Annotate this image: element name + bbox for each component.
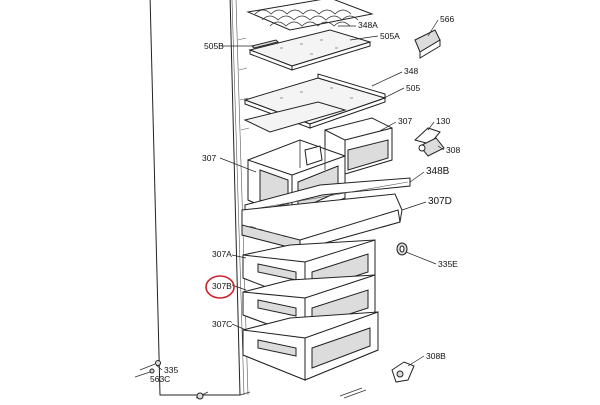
label-130: 130 (436, 116, 451, 126)
cabinet-wall (149, 0, 251, 396)
label-505: 505 (406, 83, 421, 93)
crisper-box-307 (247, 117, 393, 221)
drawer-307c (242, 311, 379, 381)
highlight-circle (205, 275, 235, 299)
label-308: 308 (446, 145, 461, 155)
part-335-563c (134, 360, 161, 378)
glass-shelf-505 (243, 73, 387, 129)
part-566 (414, 29, 441, 59)
label-307d: 307D (428, 196, 452, 207)
label-307b: 307B (212, 281, 232, 291)
leader-lines (155, 19, 445, 371)
label-505b: 505B (204, 41, 224, 51)
part-335e (396, 242, 408, 256)
label-308b: 308B (426, 351, 446, 361)
label-307-right: 307 (398, 116, 413, 126)
label-335e: 335E (438, 259, 458, 269)
glass-shelf-lower (243, 101, 347, 133)
label-563c: 563C (150, 374, 171, 384)
label-505a: 505A (380, 31, 400, 41)
label-307a: 307A (212, 249, 232, 259)
label-566: 566 (440, 14, 455, 24)
label-348a: 348A (358, 20, 378, 30)
label-335: 335 (164, 365, 179, 375)
wine-rack-348a (246, 0, 374, 31)
rail-505b (251, 39, 279, 49)
label-307c: 307C (212, 319, 233, 329)
glass-shelf-505a (248, 29, 372, 71)
part-bottom (195, 387, 367, 400)
label-348: 348 (404, 66, 419, 76)
part-130-308 (413, 127, 445, 157)
label-348b: 348B (426, 166, 450, 177)
label-307-left: 307 (202, 153, 217, 163)
part-308b (391, 361, 415, 383)
